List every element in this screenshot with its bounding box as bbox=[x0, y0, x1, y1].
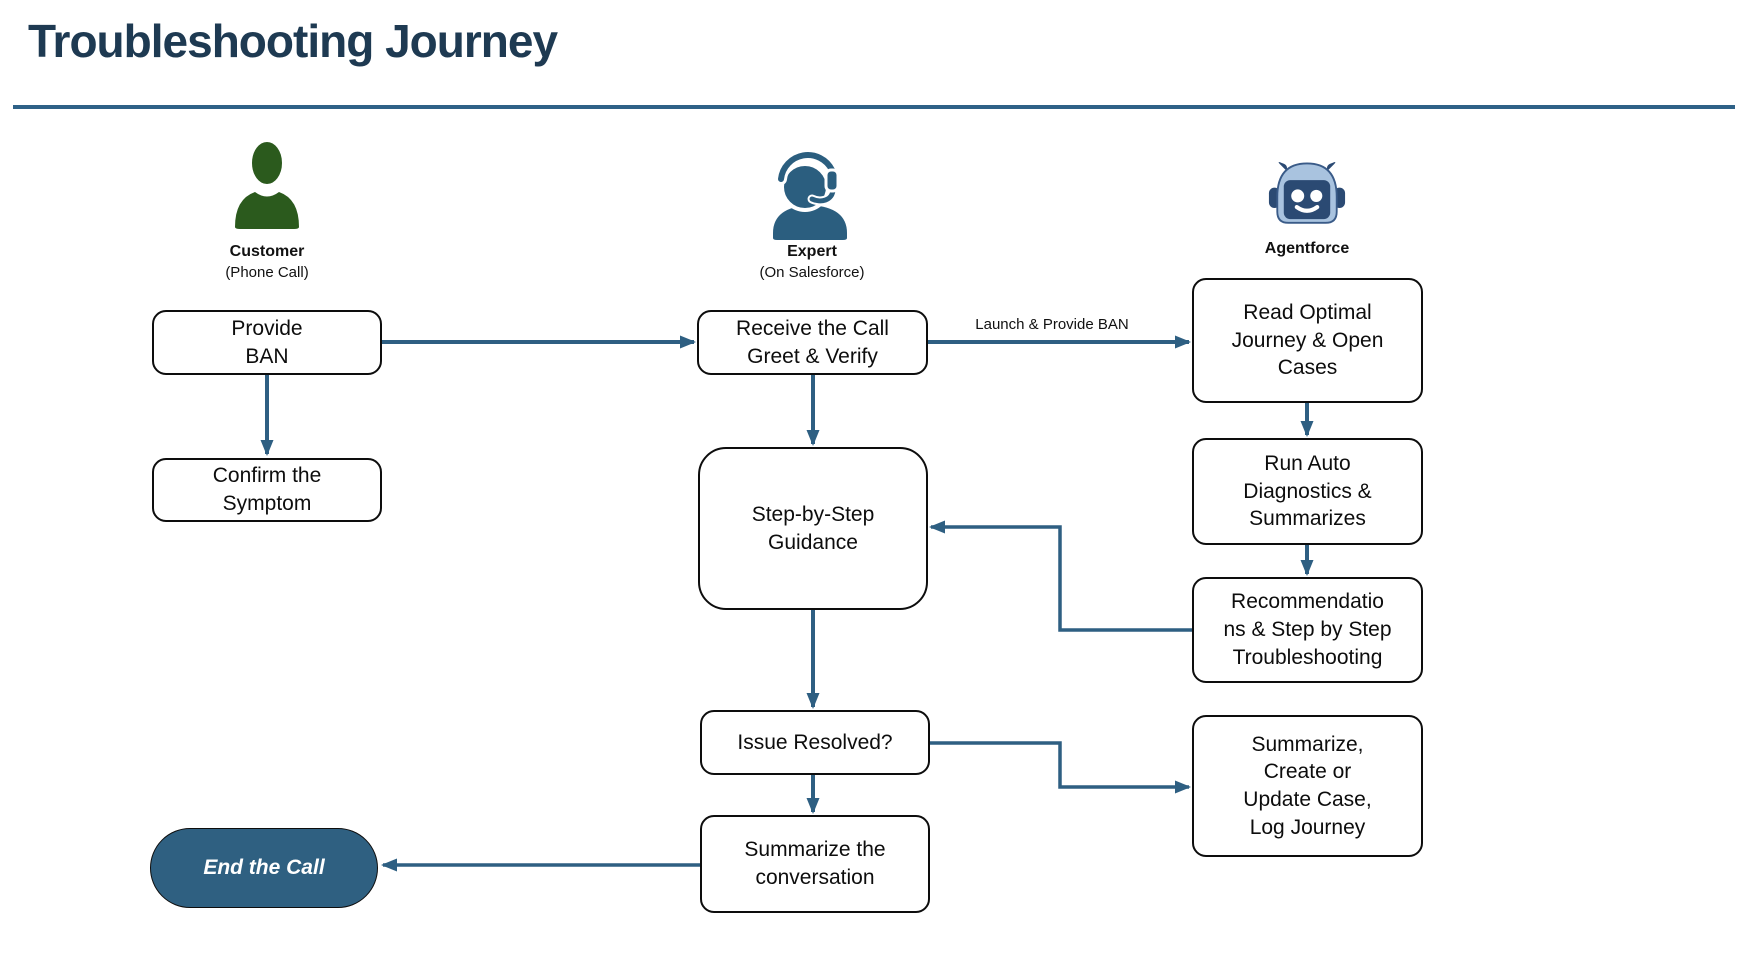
node-summarize-create-update-case: Summarize, Create or Update Case, Log Jo… bbox=[1192, 715, 1423, 857]
expert-headset-person-icon bbox=[765, 145, 855, 240]
page-title: Troubleshooting Journey bbox=[28, 15, 558, 67]
lane-label-customer: Customer bbox=[229, 243, 305, 260]
node-issue-resolved: Issue Resolved? bbox=[700, 710, 930, 775]
node-run-auto-diagnostics: Run Auto Diagnostics & Summarizes bbox=[1192, 438, 1423, 545]
lane-label-agentforce: Agentforce bbox=[1264, 240, 1350, 257]
node-end-the-call: End the Call bbox=[150, 828, 378, 908]
agentforce-robot-icon bbox=[1268, 156, 1346, 234]
node-step-by-step-guidance: Step-by-Step Guidance bbox=[698, 447, 928, 610]
lane-sublabel-expert: (On Salesforce) bbox=[759, 264, 865, 281]
node-provide-ban: Provide BAN bbox=[152, 310, 382, 375]
title-underline bbox=[13, 105, 1735, 109]
lane-label-expert: Expert bbox=[787, 243, 837, 260]
lane-sublabel-customer: (Phone Call) bbox=[225, 264, 309, 281]
node-summarize-conversation: Summarize the conversation bbox=[700, 815, 930, 913]
arrow-recommendations-to-step-guidance bbox=[929, 520, 1192, 632]
node-confirm-symptom: Confirm the Symptom bbox=[152, 458, 382, 522]
customer-person-icon bbox=[227, 136, 307, 230]
node-receive-call: Receive the Call Greet & Verify bbox=[697, 310, 928, 375]
node-recommendations-troubleshooting: Recommendatio ns & Step by Step Troubles… bbox=[1192, 577, 1423, 683]
node-read-optimal-journey: Read Optimal Journey & Open Cases bbox=[1192, 278, 1423, 403]
arrow-issue-resolved-to-summarize-case bbox=[930, 741, 1191, 794]
edge-label-launch-provide-ban: Launch & Provide BAN bbox=[975, 316, 1129, 333]
